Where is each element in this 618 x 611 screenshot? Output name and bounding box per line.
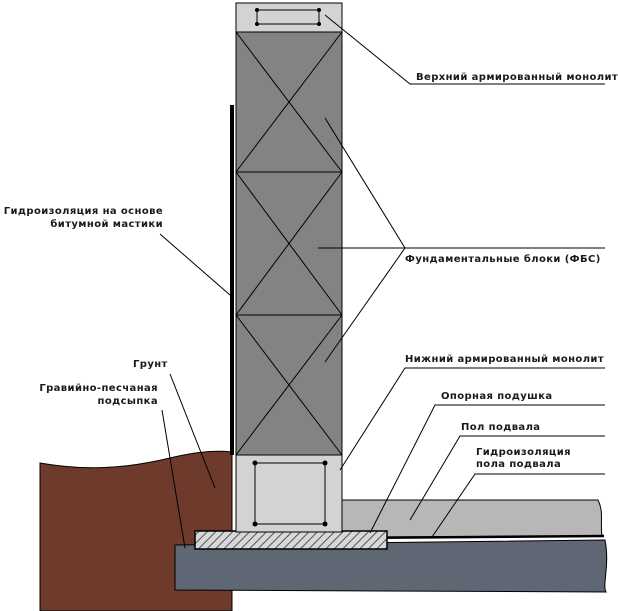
label-floor-waterproofing-2: пола подвала xyxy=(476,459,561,470)
rebar-dot xyxy=(317,22,321,26)
gravel-sand-bed xyxy=(174,539,608,593)
label-floor-waterproofing-1: Гидроизоляция xyxy=(476,447,571,458)
label-bottom-monolith: Нижний армированный монолит xyxy=(405,354,604,365)
leader-lines xyxy=(159,14,605,549)
label-basement-floor: Пол подвала xyxy=(461,422,540,433)
top-monolith-rebar xyxy=(256,9,320,25)
rebar-dot xyxy=(255,22,259,26)
label-support-pad: Опорная подушка xyxy=(441,391,553,402)
top-monolith xyxy=(235,2,343,33)
label-waterproofing-bitumen-2: битумной мастики xyxy=(50,218,163,230)
rebar-dot xyxy=(322,460,328,466)
label-foundation-blocks: Фундаментальные блоки (ФБС) xyxy=(405,253,601,265)
foundation-blocks xyxy=(235,31,343,456)
label-top-monolith: Верхний армированный монолит xyxy=(416,72,618,83)
bottom-monolith xyxy=(235,454,343,533)
rebar-dot xyxy=(252,460,258,466)
bottom-monolith-rebar xyxy=(254,462,326,525)
rebar-dot xyxy=(255,8,259,12)
support-pad xyxy=(194,530,388,550)
rebar-dot xyxy=(252,521,258,527)
label-soil: Грунт xyxy=(133,359,168,370)
label-waterproofing-bitumen-1: Гидроизоляция на основе xyxy=(4,206,163,217)
label-gravel-2: подсыпка xyxy=(98,396,158,407)
rebar-dot xyxy=(322,521,328,527)
rebar-dot xyxy=(317,8,321,12)
label-gravel-1: Гравийно-песчаная xyxy=(39,383,158,394)
